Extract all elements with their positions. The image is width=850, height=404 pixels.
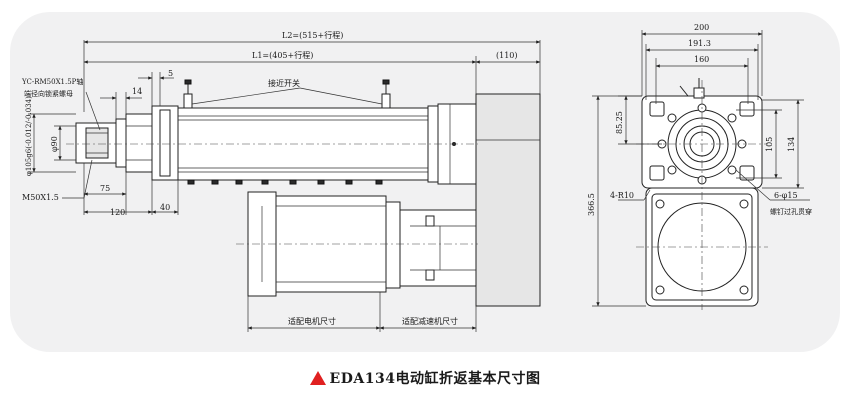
dim-40: 40 bbox=[160, 203, 170, 212]
dim-14: 14 bbox=[132, 87, 142, 96]
motor-dim-label: 适配电机尺寸 bbox=[288, 316, 336, 326]
end-view: 200 191.3 160 85.25 105 134 366.5 bbox=[587, 23, 812, 310]
fold-back-housing bbox=[475, 93, 541, 307]
front-cap bbox=[125, 113, 153, 173]
dim-134: 134 bbox=[787, 137, 796, 152]
side-view: 接近开关 L2=(515+行程) L1= bbox=[21, 30, 541, 332]
dim-phi90: φ90 bbox=[50, 136, 59, 152]
nut-note-line2: 端径向锁紧螺母 bbox=[24, 89, 73, 98]
lock-nut bbox=[85, 127, 109, 159]
dim-160: 160 bbox=[694, 55, 709, 64]
dim-5: 5 bbox=[168, 69, 173, 78]
dim-191-3: 191.3 bbox=[688, 39, 711, 48]
rod-flange bbox=[115, 118, 127, 168]
reducer-dim-label: 适配减速机尺寸 bbox=[402, 316, 458, 326]
holes-label: 6-φ15 bbox=[774, 191, 798, 200]
dim-85-25: 85.25 bbox=[615, 111, 624, 134]
caption-triangle-icon bbox=[309, 371, 326, 385]
bolt-holes bbox=[657, 103, 747, 185]
thread-label: M50X1.5 bbox=[22, 193, 59, 202]
holes-note: 螺钉过孔贯穿 bbox=[770, 207, 812, 216]
dim-105: 105 bbox=[765, 137, 774, 152]
dim-366-5: 366.5 bbox=[587, 193, 596, 216]
end-switch bbox=[693, 87, 705, 99]
proximity-switch-right bbox=[381, 79, 391, 109]
bottom-slots bbox=[187, 179, 383, 185]
proximity-switch-label: 接近开关 bbox=[268, 78, 300, 88]
figure-caption: EDA134电动缸折返基本尺寸图 bbox=[0, 368, 850, 388]
nut-note-line1: YC-RM50X1.5P轴 bbox=[21, 77, 83, 86]
dim-110: (110) bbox=[496, 51, 518, 60]
dim-120: 120 bbox=[110, 208, 125, 217]
radius-label: 4-R10 bbox=[610, 191, 634, 200]
caption-text: EDA134电动缸折返基本尺寸图 bbox=[329, 371, 541, 387]
proximity-switch-left bbox=[183, 79, 193, 109]
dim-l2: L2=(515+行程) bbox=[282, 30, 343, 40]
dim-200: 200 bbox=[694, 23, 709, 32]
reducer bbox=[399, 209, 477, 287]
dim-phi105: φ105g6(-0.012/-0.034) bbox=[25, 96, 33, 176]
dim-l1: L1=(405+行程) bbox=[252, 50, 313, 60]
dim-75: 75 bbox=[100, 184, 110, 193]
